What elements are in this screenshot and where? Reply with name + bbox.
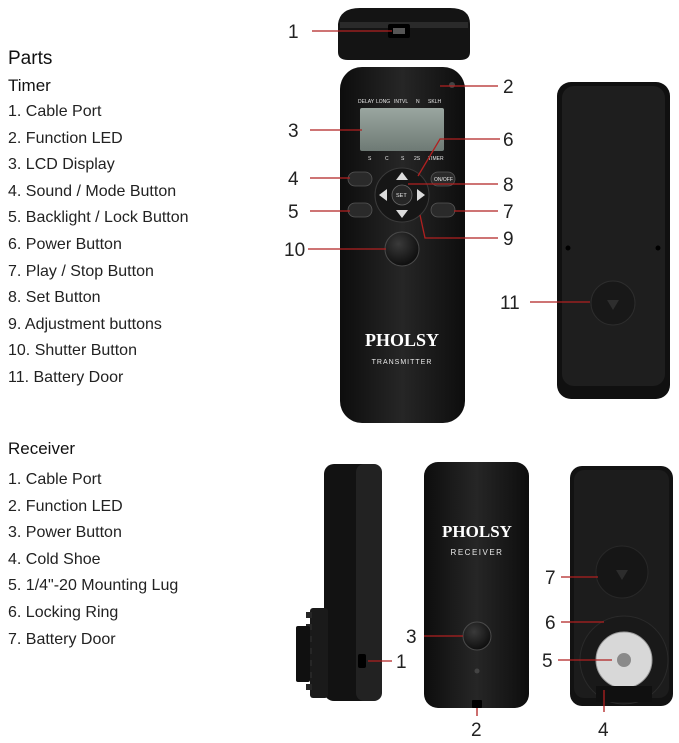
lcd-mode-label: LONG [376,99,390,105]
callout-number: 6 [503,130,514,151]
set-button[interactable] [391,184,413,206]
lcd-mode-label: INTVL [394,99,408,105]
shutter-button[interactable] [384,231,420,267]
left-arrow-icon[interactable] [379,189,387,201]
callout-number: 1 [396,652,407,673]
callout-number: 3 [406,627,417,648]
receiver-function-led [474,668,480,674]
callout-number: 9 [503,229,514,250]
backlight-lock-button[interactable] [347,202,373,218]
list-item: 6. Locking Ring [8,603,119,621]
list-item: 3. Power Button [8,524,122,542]
receiver-front: PHOLSY RECEIVER [424,462,529,708]
receiver-heading: Receiver [8,439,76,458]
list-item: 4. Sound / Mode Button [8,182,177,200]
onoff-label: ON/OFF [434,177,453,183]
down-arrow-icon [607,300,619,310]
callout-number: 7 [545,568,556,589]
lcd-unit-label: S [401,156,405,162]
lcd-mode-label: DELAY [358,99,375,105]
callout-numbers: 1 2 3 4 5 6 7 8 9 10 11 1 2 3 4 5 6 7 [284,22,609,741]
callout-number: 10 [284,240,305,261]
list-item: 6. Power Button [8,235,122,253]
callout-number: 6 [545,613,556,634]
lcd-unit-label: C [385,156,389,162]
up-arrow-icon[interactable] [396,172,408,180]
callout-number: 4 [288,169,299,190]
callout-number: 4 [598,720,609,741]
list-item: 1. Cable Port [8,103,102,120]
receiver-parts-list: 1. Cable Port 2. Function LED 3. Power B… [8,471,178,657]
receiver-model: RECEIVER [451,548,504,557]
callout-lines [308,30,612,716]
list-item: 5. 1/4"-20 Mounting Lug [8,577,179,595]
transmitter-model: TRANSMITTER [372,359,433,366]
receiver-cold-shoe [596,686,652,702]
list-item: 5. Backlight / Lock Button [8,209,189,227]
parts-heading: Parts [8,48,53,69]
receiver-cold-shoe-side [296,626,310,682]
list-item: 10. Shutter Button [8,342,137,360]
callout-number: 2 [503,77,514,98]
list-item: 8. Set Button [8,289,101,307]
lcd-unit-label: S [368,156,372,162]
power-button[interactable] [430,171,456,187]
callout-number: 5 [288,202,299,223]
set-label: SET [396,193,407,199]
receiver-power-button[interactable] [462,621,492,651]
transmitter-back [557,82,670,399]
receiver-cable-port [358,654,366,668]
callout-number: 2 [471,720,482,741]
list-item: 2. Function LED [8,129,123,147]
callout-number: 7 [503,202,514,223]
receiver-side [296,464,382,701]
lcd-unit-label: 2S [414,156,421,162]
list-item: 7. Battery Door [8,630,116,648]
receiver-brand: PHOLSY [442,522,512,541]
list-item: 3. LCD Display [8,156,115,174]
right-arrow-icon[interactable] [417,189,425,201]
lcd-mode-label: SKLH [428,99,441,105]
callout-number: 8 [503,175,514,196]
list-item: 9. Adjustment buttons [8,315,162,333]
receiver-back [570,466,673,706]
list-item: 4. Cold Shoe [8,550,101,568]
callout-number: 1 [288,22,299,43]
lcd-mode-label: N [416,99,420,105]
down-arrow-icon[interactable] [396,210,408,218]
transmitter-brand: PHOLSY [365,330,439,350]
transmitter-function-led [449,82,455,88]
list-item: 7. Play / Stop Button [8,262,154,280]
timer-parts-list: 1. Cable Port 2. Function LED 3. LCD Dis… [8,103,189,396]
play-stop-button[interactable] [430,202,456,218]
list-item: 11. Battery Door [8,368,124,386]
callout-number: 11 [500,293,520,314]
timer-heading: Timer [8,76,51,95]
transmitter-top-view [338,8,470,60]
transmitter-lcd-display [360,108,444,151]
callout-number: 5 [542,651,553,672]
callout-number: 3 [288,121,299,142]
sound-mode-button[interactable] [347,171,373,187]
list-item: 2. Function LED [8,497,123,515]
list-item: 1. Cable Port [8,471,102,488]
down-arrow-icon [616,570,628,580]
lcd-unit-label: TIMER [428,156,444,162]
transmitter-front: DELAY LONG INTVL N SKLH S C S 2S TIMER O… [340,67,465,423]
